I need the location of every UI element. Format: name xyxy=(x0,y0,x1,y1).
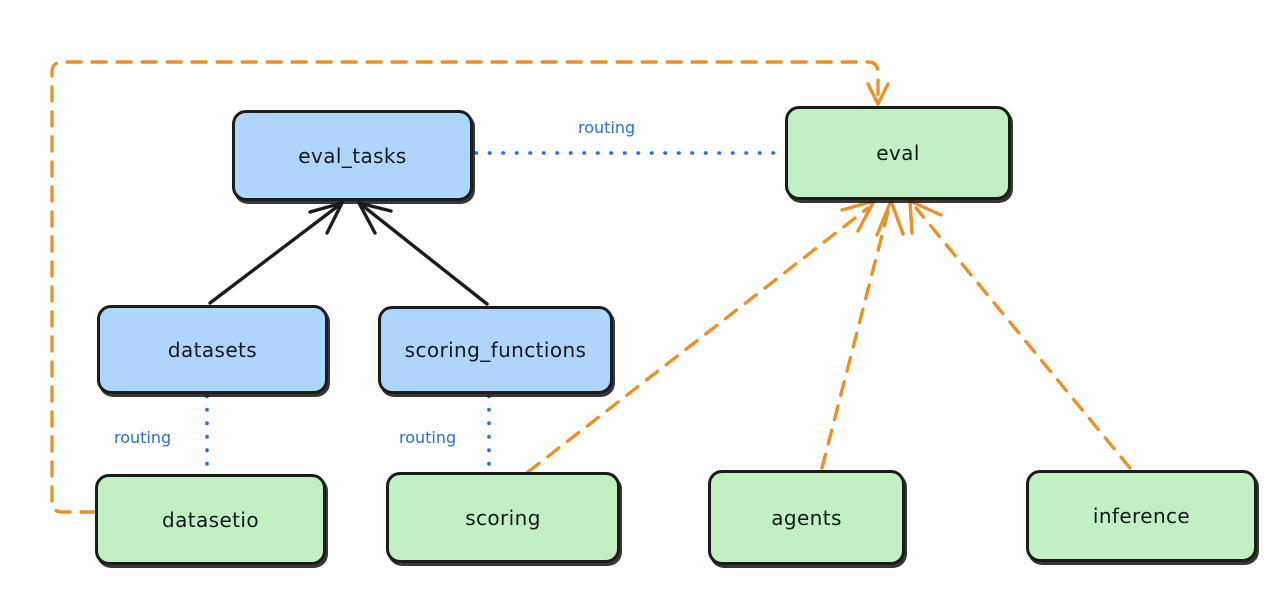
edge-inference-to-eval xyxy=(914,206,1132,470)
arrowhead-inference-to-eval xyxy=(908,199,943,235)
arrowhead-datasetio-to-eval xyxy=(866,82,890,106)
node-label: scoring_functions xyxy=(404,338,587,362)
node-scoring[interactable]: scoring xyxy=(386,472,620,563)
arrowhead-scoring-to-eval xyxy=(840,199,876,233)
node-eval-tasks[interactable]: eval_tasks xyxy=(232,110,473,201)
node-label: datasetio xyxy=(161,507,259,532)
node-label: scoring xyxy=(465,505,541,530)
node-datasets[interactable]: datasets xyxy=(97,305,328,394)
edge-datasetio-to-eval xyxy=(50,60,880,514)
edge-scoring-to-eval xyxy=(526,206,870,474)
node-label: inference xyxy=(1092,504,1191,528)
arrowhead-scoring_functions-to-eval_tasks xyxy=(357,201,393,235)
arrowhead-datasets-to-eval_tasks xyxy=(308,201,344,235)
node-datasetio[interactable]: datasetio xyxy=(95,474,326,565)
node-label: eval_tasks xyxy=(298,143,407,168)
edge-label-routing-eval: routing xyxy=(578,118,636,137)
node-inference[interactable]: inference xyxy=(1026,470,1257,562)
edge-agents-to-eval xyxy=(820,206,891,470)
edge-datasets-to-eval_tasks xyxy=(208,204,340,305)
node-label: agents xyxy=(771,505,842,530)
node-label: datasets xyxy=(167,337,258,362)
node-scoring-functions[interactable]: scoring_functions xyxy=(378,306,613,394)
node-eval[interactable]: eval xyxy=(785,106,1011,200)
node-label: eval xyxy=(876,141,920,165)
edge-label-routing-scoring: routing xyxy=(399,428,457,447)
edge-label-routing-datasetio: routing xyxy=(114,428,172,447)
edge-scoring_functions-to-eval_tasks xyxy=(361,204,489,306)
arrowhead-agents-to-eval xyxy=(875,199,905,237)
node-agents[interactable]: agents xyxy=(708,470,905,565)
